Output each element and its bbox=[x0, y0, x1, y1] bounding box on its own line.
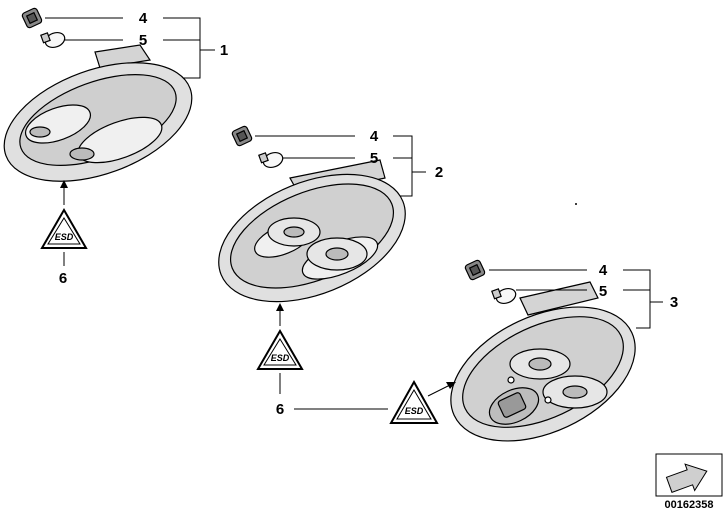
warning-symbol-label-1: ESD bbox=[55, 232, 74, 242]
esd-warning-symbol-3: ESD bbox=[389, 379, 439, 424]
switch-button-left-2 bbox=[283, 226, 305, 238]
callout-6-warning-1: 6 bbox=[59, 270, 67, 287]
mounting-plate-1 bbox=[94, 44, 152, 69]
callout-1-assembly: 1 bbox=[220, 42, 228, 59]
switch-button-left-1 bbox=[29, 126, 51, 138]
bulb-1 bbox=[40, 31, 66, 49]
interior-light-assembly-3: 4 5 3 bbox=[450, 259, 678, 442]
callout-6-warning-shared: 6 bbox=[276, 401, 284, 418]
callout-3-assembly: 3 bbox=[670, 294, 678, 311]
switch-button-upper-3 bbox=[528, 357, 552, 371]
interior-light-assembly-2: ESD 4 5 2 bbox=[218, 125, 443, 394]
callout-2-assembly: 2 bbox=[435, 164, 443, 181]
bulb-3 bbox=[491, 287, 517, 305]
rocker-switch-3 bbox=[497, 392, 527, 418]
bulb-socket-2 bbox=[231, 125, 253, 147]
switch-button-right-2 bbox=[325, 247, 349, 261]
callout-5-assembly-2: 5 bbox=[370, 150, 378, 167]
callout-4-assembly-3: 4 bbox=[599, 262, 608, 279]
warning-symbol-label-2: ESD bbox=[271, 353, 290, 363]
esd-warning-symbol-1: ESD bbox=[40, 208, 88, 249]
indicator-led-left-3 bbox=[507, 376, 515, 384]
callout-5-assembly-3: 5 bbox=[599, 283, 607, 300]
switch-button-right-1 bbox=[69, 147, 95, 161]
interior-light-assembly-1: ESD 4 5 1 6 bbox=[3, 7, 228, 287]
stray-mark bbox=[575, 203, 577, 205]
bulb-socket-1 bbox=[21, 7, 43, 29]
switch-button-lower-3 bbox=[562, 385, 588, 399]
document-number: 00162358 bbox=[665, 499, 714, 511]
esd-warning-symbol-2: ESD bbox=[256, 329, 304, 370]
bulb-2 bbox=[258, 151, 284, 169]
bulb-socket-3 bbox=[464, 259, 486, 281]
arrow-icon bbox=[665, 463, 708, 493]
callout-5-assembly-1: 5 bbox=[139, 32, 147, 49]
warning-symbol-label-3: ESD bbox=[405, 406, 424, 416]
callout-4-assembly-1: 4 bbox=[139, 10, 148, 27]
callout-4-assembly-2: 4 bbox=[370, 128, 379, 145]
document-stamp: 00162358 bbox=[655, 453, 723, 511]
shared-warning-group: ESD 6 bbox=[276, 379, 456, 424]
indicator-led-right-3 bbox=[544, 396, 552, 404]
